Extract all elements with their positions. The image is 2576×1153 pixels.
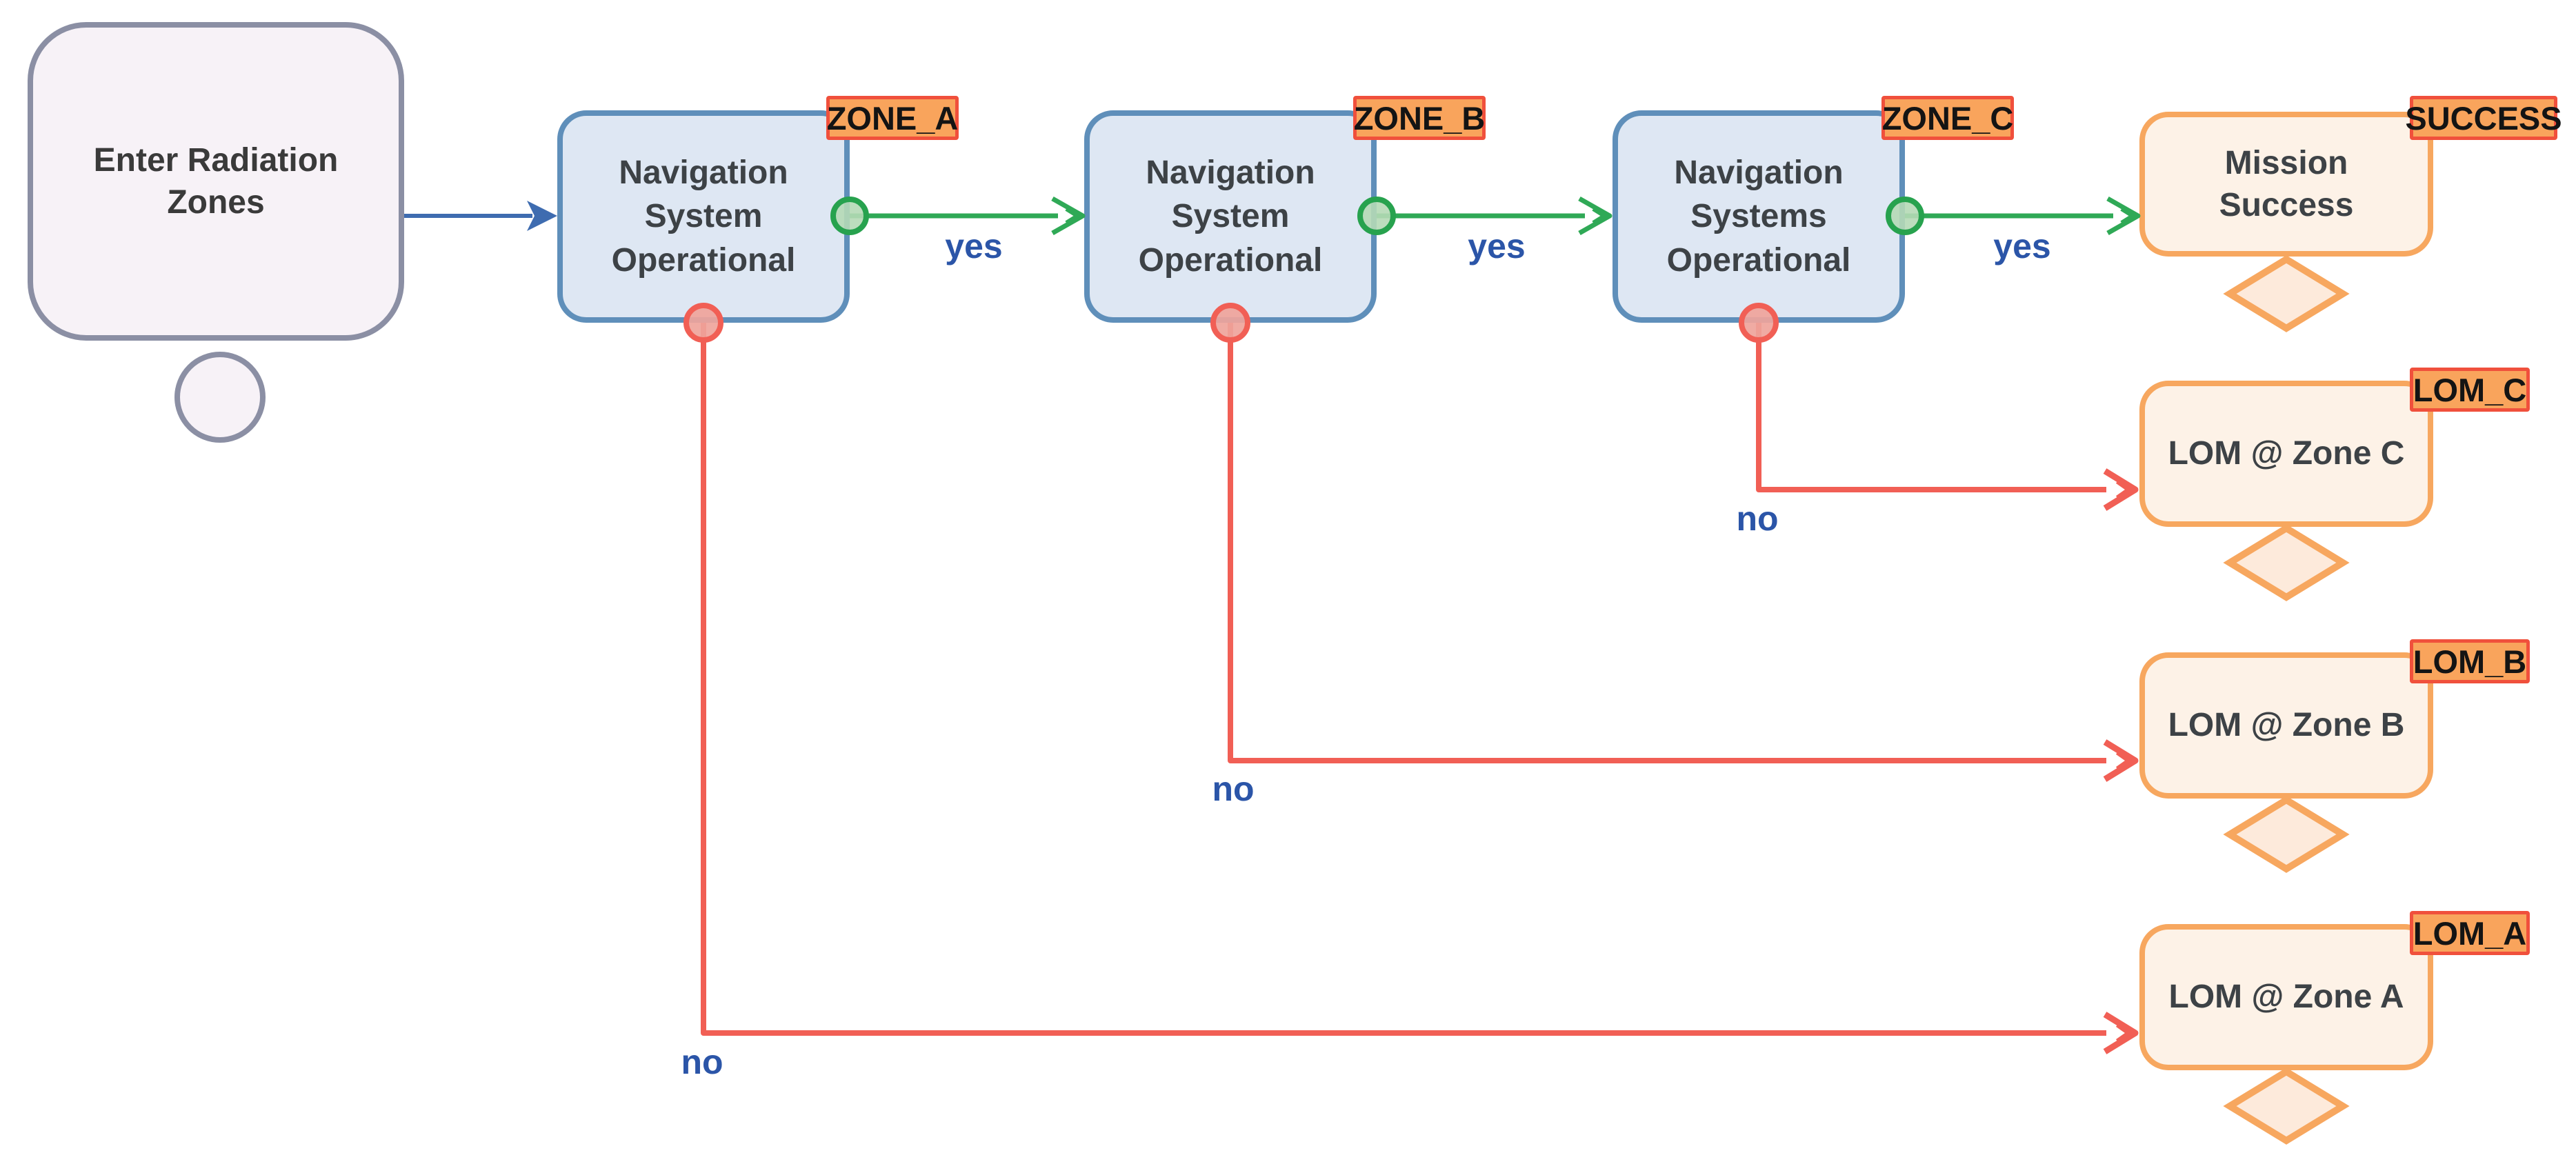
- node-lom-zone-c: LOM @ Zone C: [2139, 381, 2433, 527]
- edge-label-yes-zone-c: yes: [1993, 227, 2051, 265]
- yes-port-zone-a: [830, 197, 869, 235]
- edge-label-no-zone-c: no: [1736, 499, 1779, 538]
- node-enter-radiation-zones: Enter Radiation Zones: [28, 22, 404, 341]
- arrowhead-icon: [1592, 207, 1606, 225]
- badge-lom-c: LOM_C: [2410, 368, 2530, 412]
- node-mission-success: Mission Success: [2139, 112, 2433, 257]
- edge-label-no-zone-b: no: [1212, 770, 1255, 808]
- edge-zone-b-lom-b-line: [1228, 323, 2106, 763]
- arrowhead-icon: [2106, 196, 2141, 236]
- arrowhead-icon: [1051, 196, 1086, 236]
- badge-lom-b: LOM_B: [2410, 639, 2530, 683]
- node-lom-zone-b: LOM @ Zone B: [2139, 652, 2433, 799]
- node-lom-zone-b-label: LOM @ Zone B: [2168, 707, 2405, 744]
- arrowhead-icon: [2103, 1012, 2139, 1054]
- arrowhead-icon: [2115, 479, 2132, 500]
- arrowhead-icon: [2115, 750, 2132, 771]
- arrowhead-icon: [2103, 739, 2139, 782]
- terminator-diamond-lom-c: [2223, 524, 2350, 601]
- node-zone-a-label: Navigation System Operational: [611, 154, 796, 279]
- node-enter-radiation-zones-label: Enter Radiation Zones: [93, 141, 339, 221]
- no-port-zone-b: [1210, 303, 1250, 343]
- node-lom-zone-a: LOM @ Zone A: [2139, 924, 2433, 1070]
- edge-label-yes-zone-a: yes: [945, 227, 1003, 265]
- node-zone-a: Navigation System Operational: [557, 110, 850, 323]
- no-port-zone-c: [1739, 303, 1779, 343]
- terminator-diamond-success: [2223, 255, 2350, 332]
- no-port-zone-a: [683, 303, 723, 343]
- yes-port-zone-c: [1886, 197, 1924, 235]
- badge-zone-a: ZONE_A: [826, 96, 959, 140]
- start-terminator-circle: [174, 352, 266, 443]
- arrowhead-icon: [1578, 196, 1613, 236]
- node-zone-b: Navigation System Operational: [1084, 110, 1377, 323]
- arrowhead-icon: [2115, 1023, 2132, 1043]
- badge-lom-a: LOM_A: [2410, 911, 2530, 955]
- terminator-diamond-lom-b: [2223, 796, 2350, 873]
- edge-label-yes-zone-b: yes: [1468, 227, 1526, 265]
- node-zone-b-label: Navigation System Operational: [1138, 154, 1323, 279]
- arrowhead-icon: [1065, 207, 1079, 225]
- node-lom-zone-c-label: LOM @ Zone C: [2168, 435, 2405, 472]
- arrowhead-icon: [527, 201, 557, 231]
- arrowhead-icon: [2120, 207, 2135, 225]
- node-zone-c-label: Navigation Systems Operational: [1666, 154, 1851, 279]
- node-lom-zone-a-label: LOM @ Zone A: [2168, 979, 2404, 1016]
- badge-zone-b: ZONE_B: [1353, 96, 1486, 140]
- terminator-diamond-lom-a: [2223, 1067, 2350, 1145]
- node-zone-c: Navigation Systems Operational: [1613, 110, 1905, 323]
- yes-port-zone-b: [1357, 197, 1396, 235]
- edge-zone-c-lom-c-line: [1756, 323, 2106, 492]
- badge-success: SUCCESS: [2405, 96, 2562, 140]
- edge-label-no-zone-a: no: [681, 1043, 723, 1081]
- badge-zone-c: ZONE_C: [1881, 96, 2014, 140]
- arrowhead-icon: [2103, 468, 2139, 511]
- edge-zone-a-lom-a-line: [701, 323, 2106, 1036]
- node-mission-success-label: Mission Success: [2219, 144, 2354, 223]
